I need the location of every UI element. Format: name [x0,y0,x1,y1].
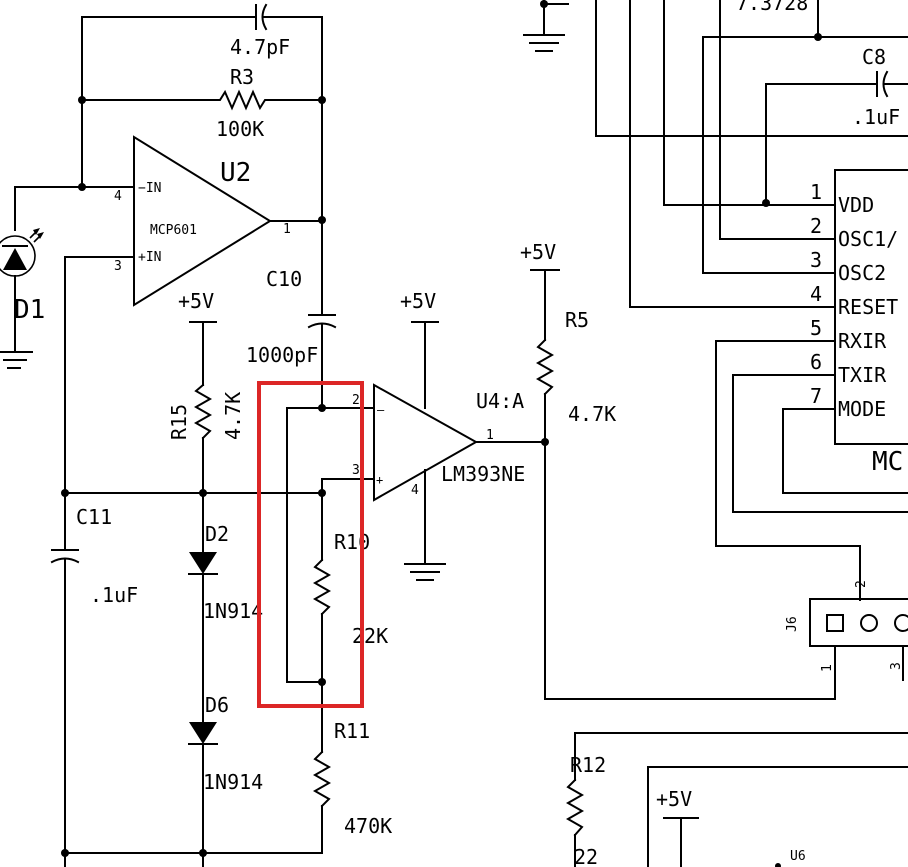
vcc-r5: +5V [520,240,556,264]
j6-ref: J6 [785,616,800,632]
d1-photodiode [0,186,83,369]
r10-value: 22K [352,624,388,648]
u4-pin3: 3 [352,463,360,478]
r3-resistor [81,89,323,111]
u2-pin1: 1 [283,222,291,237]
d2-diode [189,552,217,574]
u4-minus-sign: – [377,403,385,417]
c10-ref: C10 [266,267,302,291]
u4-ref: U4:A [476,389,524,413]
c8-plate-right [882,70,889,98]
d2-ref: D2 [205,522,229,546]
r3-value: 100K [216,117,264,141]
u2-in-minus: −IN [138,181,161,196]
mcu-pin-6-name: TXIR [838,363,887,387]
r10-resistor [312,558,332,616]
c8-ref: C8 [862,45,886,69]
c-top-plate-right [261,3,268,31]
r5-value: 4.7K [568,402,616,426]
bias-network [50,321,323,867]
u2-pin4: 4 [114,189,122,204]
c-top-value: 4.7pF [230,35,290,59]
u2-opamp [64,135,323,494]
vcc-u6: +5V [656,787,692,811]
r15-ref: R15 [167,404,191,440]
r5-ref: R5 [565,308,589,332]
j6-pin1-square [826,614,844,632]
u4-part: LM393NE [441,462,525,486]
u2-part: MCP601 [150,223,197,238]
crystal-value: 7.3728 [736,0,808,15]
j6-pin3-circle [894,614,908,632]
c11-ref: C11 [76,505,112,529]
feedback-network [78,3,337,409]
r10-ref: R10 [334,530,370,554]
u2-in-plus: +IN [138,250,161,265]
r12-ref: R12 [570,753,606,777]
u4-comparator [286,269,836,854]
mcu-pin-5-name: RXIR [838,329,887,353]
r11-ref: R11 [334,719,370,743]
u2-pin3: 3 [114,259,122,274]
mcu-pin-4-number: 4 [810,282,822,306]
oscillator-area [523,0,908,308]
mcu-pin-3-name: OSC2 [838,261,886,285]
u2-ref: U2 [220,158,251,188]
bottom-right-area [565,732,908,867]
j6-connector [809,598,908,700]
c8-value: .1uF [852,105,900,129]
vcc-r15: +5V [178,289,214,313]
j6-pin1: 1 [820,664,835,672]
r3-ref: R3 [230,65,254,89]
mcu-chip [715,169,908,601]
highlight-box [257,381,364,708]
u4-plus-sign: + [376,473,383,487]
r15-value: 4.7K [221,392,245,440]
mcu-pin-4-name: RESET [838,295,898,319]
d6-part: 1N914 [203,770,263,794]
r15-resistor [193,383,213,440]
j6-pin3: 3 [889,662,904,670]
u4-pin1: 1 [486,428,494,443]
r11-resistor [312,750,332,808]
r12-value: 22 [574,845,598,867]
mcu-pin-1-name: VDD [838,193,874,217]
mcu-ref: MC [872,447,903,477]
mcu-pin-5-number: 5 [810,316,822,340]
mcu-pin-1-number: 1 [810,180,822,204]
u4-pin4: 4 [411,483,419,498]
d1-ref: D1 [14,295,45,325]
u4-pin2: 2 [352,393,360,408]
c11-value: .1uF [90,583,138,607]
mcu-pin-2-name: OSC1/ [838,227,898,251]
mcu-pin-7-number: 7 [810,384,822,408]
mcu-pin-7-name: MODE [838,397,886,421]
j6-pin2-circle [860,614,878,632]
mcu-pin-2-number: 2 [810,214,822,238]
c10-value: 1000pF [246,343,318,367]
d6-diode [189,722,217,744]
d6-ref: D6 [205,693,229,717]
u6-ref: U6 [790,849,806,864]
vcc-u4: +5V [400,289,436,313]
mcu-pin-6-number: 6 [810,350,822,374]
d2-part: 1N914 [203,599,263,623]
mcu-pin-3-number: 3 [810,248,822,272]
r12-resistor [565,778,585,837]
j6-pin2: 2 [854,580,869,588]
r11-value: 470K [344,814,392,838]
r5-resistor [535,338,555,396]
